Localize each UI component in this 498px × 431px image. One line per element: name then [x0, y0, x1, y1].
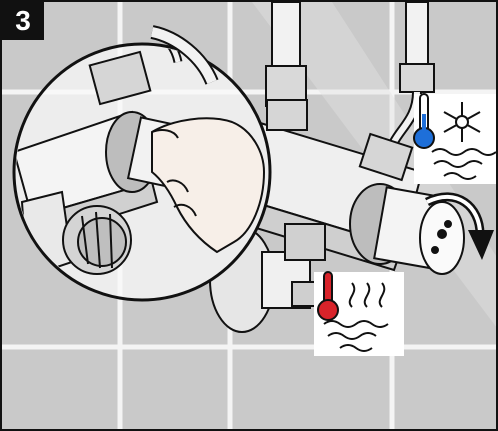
cold-water-indicator [414, 94, 498, 184]
detail-magnifier [12, 32, 272, 302]
step-number-badge: 3 [2, 2, 44, 40]
hot-water-indicator [314, 272, 404, 356]
